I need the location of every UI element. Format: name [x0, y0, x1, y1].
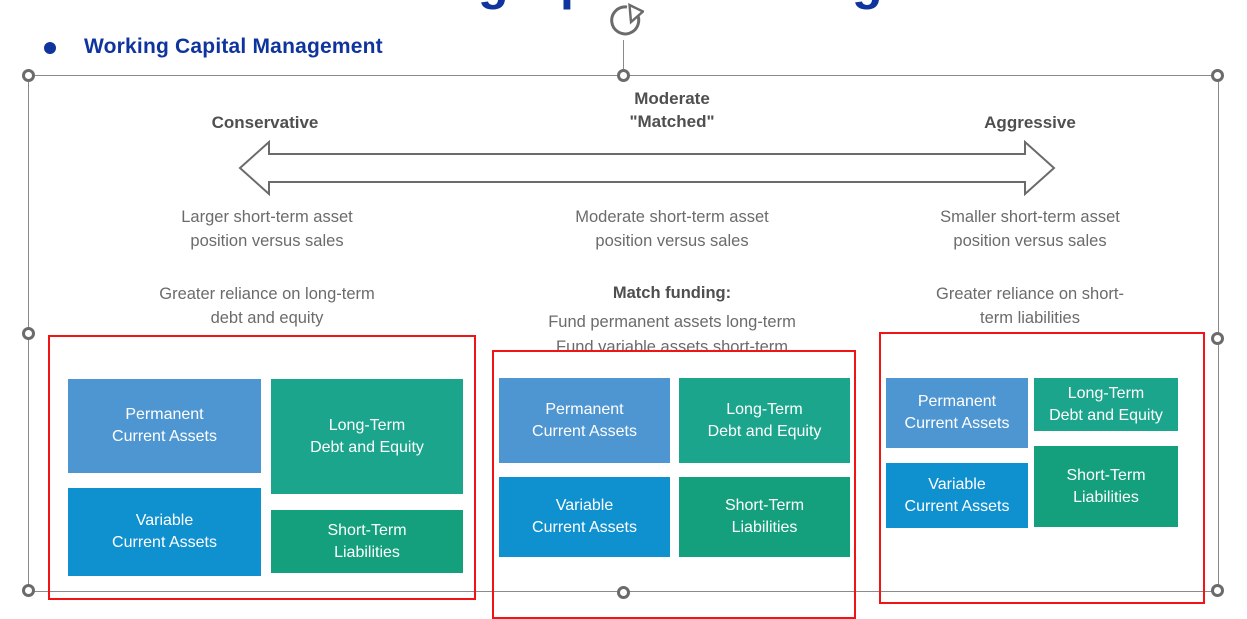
red-annotation-box-conservative — [48, 335, 476, 600]
box-label: Permanent — [917, 393, 997, 411]
box-label: Current Assets — [532, 519, 637, 536]
rotate-handle-stem — [623, 40, 624, 69]
text-line: Moderate short-term asset — [575, 208, 769, 226]
column-header-conservative: Conservative — [211, 113, 319, 132]
box-short-term-liabilities: Short-Term Liabilities — [271, 510, 463, 573]
rotate-handle-icon[interactable] — [604, 2, 644, 42]
box-variable-current-assets: Variable Current Assets — [499, 477, 670, 557]
box-label: Liabilities — [731, 519, 798, 536]
section-heading: Working Capital Management — [84, 35, 383, 58]
box-short-term-liabilities: Short-Term Liabilities — [679, 477, 850, 557]
box-permanent-current-assets: Permanent Current Assets — [886, 378, 1028, 448]
text-line: position versus sales — [595, 231, 749, 250]
box-label: Current Assets — [904, 415, 1010, 432]
moderate-funding-title: Match funding: — [612, 284, 732, 302]
text-line: position versus sales — [190, 231, 344, 250]
box-label: Short-Term — [1066, 466, 1146, 484]
selection-handle-bottom-middle[interactable] — [616, 585, 630, 599]
moderate-asset-text: Moderate short-term asset position versu… — [492, 206, 852, 254]
text-line: Larger short-term asset — [181, 208, 353, 226]
box-label: Current Assets — [112, 534, 217, 551]
aggressive-asset-text: Smaller short-term asset position versus… — [870, 206, 1190, 254]
box-short-term-liabilities: Short-Term Liabilities — [1034, 446, 1178, 527]
box-permanent-current-assets: Permanent Current Assets — [499, 378, 670, 463]
selection-handle-middle-right[interactable] — [1210, 331, 1224, 345]
column-header-moderate-line1: Moderate — [634, 89, 710, 108]
box-variable-current-assets: Variable Current Assets — [886, 463, 1028, 528]
moderate-funding-line1: Fund permanent assets long-term — [548, 313, 796, 331]
box-long-term-debt-equity: Long-Term Debt and Equity — [679, 378, 850, 463]
box-label: Permanent — [545, 400, 624, 418]
cropped-title-fragment: g — [478, 0, 520, 11]
text-line: position versus sales — [953, 231, 1107, 250]
box-variable-current-assets: Variable Current Assets — [68, 488, 261, 576]
box-long-term-debt-equity: Long-Term Debt and Equity — [271, 379, 463, 494]
conservative-funding-text: Greater reliance on long-term debt and e… — [107, 283, 427, 331]
box-label: Permanent — [125, 406, 204, 424]
red-annotation-box-moderate — [492, 350, 856, 619]
box-label: Current Assets — [532, 422, 637, 440]
box-label: Variable — [555, 497, 614, 515]
selection-handle-top-right[interactable] — [1210, 68, 1224, 82]
selection-handle-top-middle[interactable] — [616, 68, 630, 82]
text-line: debt and equity — [210, 308, 324, 327]
box-label: Short-Term — [327, 521, 407, 539]
conservative-asset-text: Larger short-term asset position versus … — [107, 206, 427, 254]
box-long-term-debt-equity: Long-Term Debt and Equity — [1034, 378, 1178, 431]
box-label: Liabilities — [334, 543, 400, 561]
column-header-moderate: Moderate "Matched" — [552, 88, 792, 134]
box-label: Debt and Equity — [707, 422, 822, 440]
red-annotation-box-aggressive — [879, 332, 1205, 604]
selection-handle-top-left[interactable] — [21, 68, 35, 82]
column-header-moderate-line2: "Matched" — [629, 111, 715, 131]
text-line: Greater reliance on long-term — [159, 285, 375, 303]
cropped-title-fragment: p — [560, 0, 576, 11]
box-label: Debt and Equity — [310, 438, 424, 456]
selection-handle-bottom-right[interactable] — [1210, 583, 1224, 597]
box-label: Short-Term — [724, 497, 805, 515]
box-label: Variable — [135, 512, 194, 530]
text-line: Greater reliance on short- — [935, 285, 1124, 303]
text-line: term liabilities — [980, 308, 1080, 327]
box-label: Long-Term — [328, 416, 406, 434]
box-label: Current Assets — [904, 497, 1010, 515]
cropped-title-fragment: g — [852, 0, 904, 11]
box-label: Liabilities — [1073, 488, 1139, 506]
column-header-aggressive: Aggressive — [984, 113, 1076, 132]
text-line: Smaller short-term asset — [940, 208, 1120, 226]
box-permanent-current-assets: Permanent Current Assets — [68, 379, 261, 473]
selection-handle-middle-left[interactable] — [21, 326, 35, 340]
aggressive-funding-text: Greater reliance on short- term liabilit… — [870, 283, 1190, 331]
double-arrow — [238, 140, 1056, 196]
box-label: Debt and Equity — [1049, 406, 1163, 424]
box-label: Long-Term — [726, 400, 803, 418]
box-label: Long-Term — [1067, 384, 1145, 402]
bullet-icon — [44, 42, 56, 54]
box-label: Variable — [928, 475, 986, 493]
selection-handle-bottom-left[interactable] — [21, 583, 35, 597]
box-label: Current Assets — [112, 428, 217, 445]
